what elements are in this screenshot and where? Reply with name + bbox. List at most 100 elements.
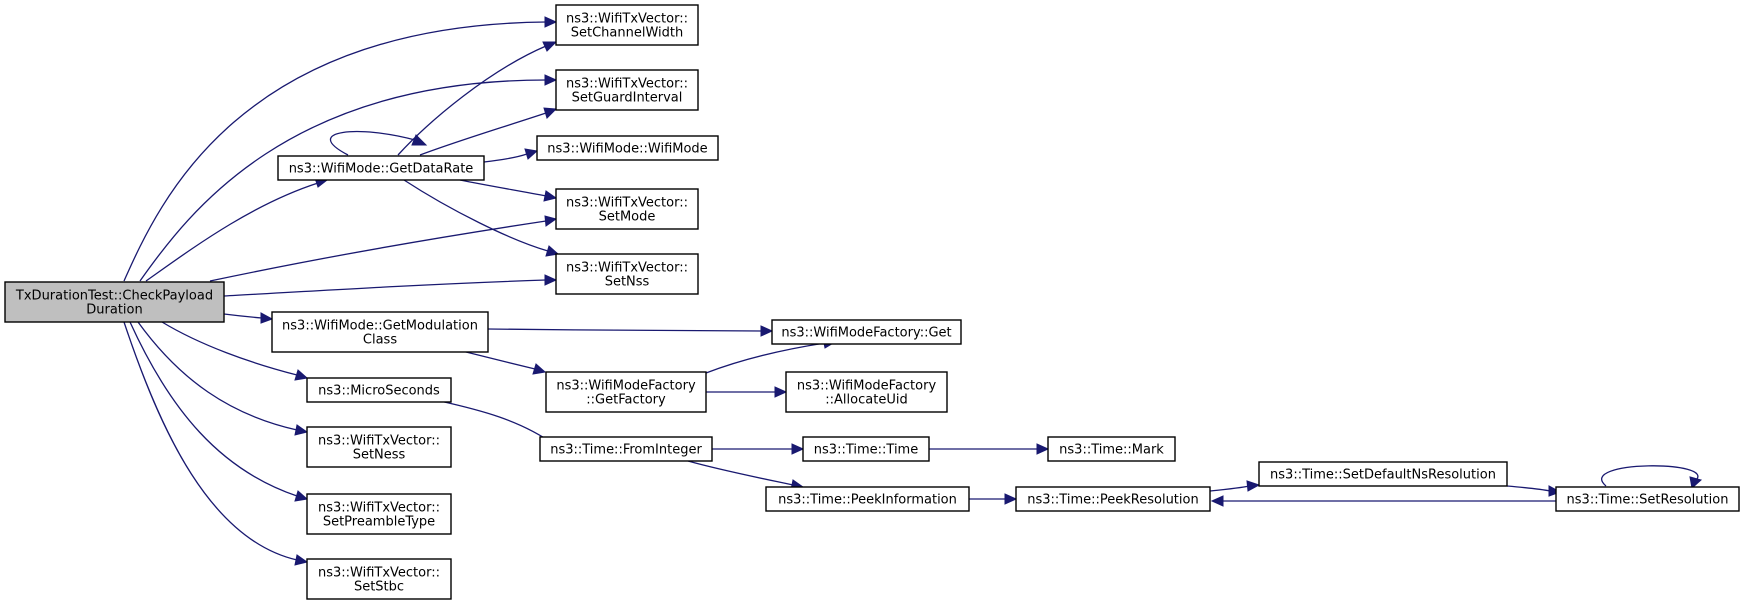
node-label: ns3::Time::PeekResolution xyxy=(1027,493,1198,508)
node-set-stbc[interactable]: ns3::WifiTxVector::SetStbc xyxy=(306,558,452,600)
node-label-line: ns3::Time::PeekResolution xyxy=(1027,493,1198,508)
node-label-line: ns3::WifiModeFactory xyxy=(797,379,937,394)
edge-set-resolution-self-loop xyxy=(1601,465,1703,489)
edge-root-to-set-guard-interval xyxy=(139,74,558,282)
node-label-line: ns3::MicroSeconds xyxy=(318,384,440,399)
node-peek-resolution[interactable]: ns3::Time::PeekResolution xyxy=(1015,486,1211,512)
node-label-line: ns3::WifiMode::WifiMode xyxy=(547,142,707,157)
edge-get-data-rate-to-wifi-mode-ctor xyxy=(483,148,539,163)
node-time-ctor[interactable]: ns3::Time::Time xyxy=(802,436,930,462)
edge-get-modulation-class-to-get-factory xyxy=(461,350,547,375)
node-set-channel-width[interactable]: ns3::WifiTxVector::SetChannelWidth xyxy=(555,4,699,46)
edge-root-to-get-modulation-class xyxy=(223,312,274,324)
node-label: ns3::WifiTxVector::SetNss xyxy=(566,261,688,290)
node-label: ns3::WifiTxVector::SetPreambleType xyxy=(318,501,440,530)
node-label-line: ::AllocateUid xyxy=(825,393,907,408)
edge-set-resolution-to-peek-resolution xyxy=(1210,495,1557,507)
node-factory-get[interactable]: ns3::WifiModeFactory::Get xyxy=(771,319,962,345)
edge-root-to-micro-seconds xyxy=(161,321,309,381)
edge-get-data-rate-self-loop xyxy=(330,130,428,156)
node-label-line: ns3::WifiTxVector:: xyxy=(318,566,440,581)
node-set-default-ns-resolution[interactable]: ns3::Time::SetDefaultNsResolution xyxy=(1258,461,1508,487)
node-label-line: Duration xyxy=(86,303,142,318)
edge-root-to-set-mode xyxy=(209,215,558,282)
node-set-resolution[interactable]: ns3::Time::SetResolution xyxy=(1555,486,1740,512)
node-time-mark[interactable]: ns3::Time::Mark xyxy=(1047,436,1176,462)
edge-get-data-rate-to-set-nss xyxy=(403,179,560,257)
node-set-preamble-type[interactable]: ns3::WifiTxVector::SetPreambleType xyxy=(306,493,452,535)
node-get-data-rate[interactable]: ns3::WifiMode::GetDataRate xyxy=(277,155,485,181)
node-label-line: ns3::WifiTxVector:: xyxy=(566,12,688,27)
node-label-line: Class xyxy=(363,333,397,348)
node-get-factory[interactable]: ns3::WifiModeFactory::GetFactory xyxy=(545,371,707,413)
node-label-line: ns3::WifiModeFactory::Get xyxy=(781,326,951,341)
node-label: ns3::WifiModeFactory::AllocateUid xyxy=(797,379,937,408)
node-label-line: ns3::WifiTxVector:: xyxy=(566,196,688,211)
node-set-guard-interval[interactable]: ns3::WifiTxVector::SetGuardInterval xyxy=(555,69,699,111)
edge-root-to-set-preamble-type xyxy=(129,321,309,502)
edge-set-default-ns-resolution-to-set-resolution xyxy=(1506,485,1562,497)
node-label-line: ns3::WifiMode::GetModulation xyxy=(282,319,478,334)
node-label-line: SetStbc xyxy=(354,580,404,595)
node-label-line: ns3::Time::Time xyxy=(814,443,918,458)
node-label: ns3::WifiTxVector::SetChannelWidth xyxy=(566,12,688,41)
edge-root-to-set-nss xyxy=(223,274,558,297)
node-label-line: SetNess xyxy=(353,448,406,463)
node-label-line: SetPreambleType xyxy=(323,515,435,530)
edge-root-to-set-stbc xyxy=(123,321,309,566)
node-label-line: SetMode xyxy=(599,210,656,225)
node-label-line: SetChannelWidth xyxy=(571,26,684,41)
node-peek-information[interactable]: ns3::Time::PeekInformation xyxy=(765,486,970,512)
edge-get-data-rate-to-set-mode xyxy=(459,179,558,202)
edge-peek-resolution-to-set-default-ns-resolution xyxy=(1209,480,1261,492)
node-label: ns3::Time::SetDefaultNsResolution xyxy=(1270,468,1496,483)
node-label: ns3::WifiModeFactory::Get xyxy=(781,326,951,341)
node-label: ns3::WifiModeFactory::GetFactory xyxy=(556,379,696,408)
node-label-line: SetNss xyxy=(605,275,650,290)
node-label-line: ns3::Time::PeekInformation xyxy=(778,493,957,508)
edge-get-modulation-class-to-factory-get xyxy=(487,325,774,337)
node-micro-seconds[interactable]: ns3::MicroSeconds xyxy=(306,377,452,403)
node-label: ns3::Time::SetResolution xyxy=(1567,493,1729,508)
node-label-line: ns3::Time::FromInteger xyxy=(550,443,702,458)
node-label: ns3::WifiTxVector::SetMode xyxy=(566,196,688,225)
node-label: ns3::Time::Time xyxy=(814,443,918,458)
node-allocate-uid[interactable]: ns3::WifiModeFactory::AllocateUid xyxy=(785,371,948,413)
call-edges xyxy=(123,16,1703,566)
node-from-integer[interactable]: ns3::Time::FromInteger xyxy=(539,436,713,462)
node-label: ns3::WifiMode::GetDataRate xyxy=(289,162,474,177)
edge-root-to-set-ness xyxy=(137,321,309,436)
node-label-line: ns3::WifiTxVector:: xyxy=(566,261,688,276)
node-label-line: ns3::WifiTxVector:: xyxy=(318,434,440,449)
node-label: ns3::Time::PeekInformation xyxy=(778,493,957,508)
node-label-line: ns3::Time::SetResolution xyxy=(1567,493,1729,508)
node-label: ns3::Time::FromInteger xyxy=(550,443,702,458)
edge-from-integer-to-peek-information xyxy=(687,460,805,491)
edge-get-factory-to-allocate-uid xyxy=(706,386,788,398)
node-set-mode[interactable]: ns3::WifiTxVector::SetMode xyxy=(555,188,699,230)
edge-root-to-set-channel-width xyxy=(123,16,558,282)
node-label-line: ns3::WifiMode::GetDataRate xyxy=(289,162,474,177)
node-label: ns3::WifiMode::WifiMode xyxy=(547,142,707,157)
node-set-nss[interactable]: ns3::WifiTxVector::SetNss xyxy=(555,253,699,295)
node-label-line: ::GetFactory xyxy=(586,393,666,408)
node-label: ns3::WifiTxVector::SetNess xyxy=(318,434,440,463)
node-label: ns3::WifiTxVector::SetStbc xyxy=(318,566,440,595)
node-label-line: ns3::WifiModeFactory xyxy=(556,379,696,394)
edge-root-to-get-data-rate xyxy=(145,177,329,282)
node-label-line: ns3::Time::Mark xyxy=(1059,443,1164,458)
node-wifi-mode-ctor[interactable]: ns3::WifiMode::WifiMode xyxy=(536,135,719,161)
edge-peek-information-to-peek-resolution xyxy=(969,493,1018,505)
node-label-line: TxDurationTest::CheckPayload xyxy=(15,289,213,304)
node-set-ness[interactable]: ns3::WifiTxVector::SetNess xyxy=(306,426,452,468)
edge-get-data-rate-to-set-channel-width xyxy=(397,41,558,156)
edge-time-ctor-to-time-mark xyxy=(929,443,1050,455)
edge-get-data-rate-to-set-guard-interval xyxy=(419,107,558,156)
node-label-line: ns3::WifiTxVector:: xyxy=(566,77,688,92)
